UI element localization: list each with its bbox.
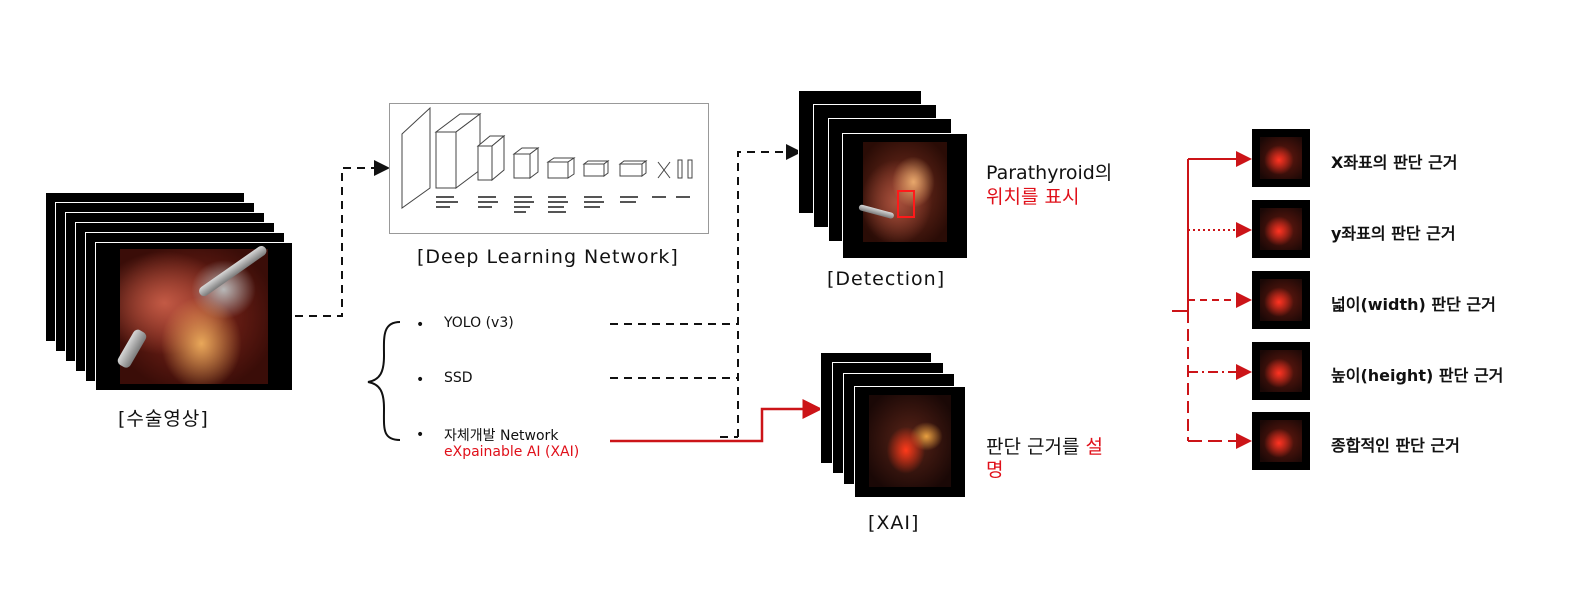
instrument-icon [858, 204, 895, 220]
output-thumbnail-width [1252, 271, 1310, 329]
xai-desc-line2: 명 [986, 459, 1004, 481]
heatmap-image [1260, 208, 1302, 250]
bullet-xai: eXpainable AI (XAI) [444, 444, 580, 460]
instrument-icon [197, 244, 269, 299]
xai-frame-front [854, 386, 966, 498]
detection-frame-front [842, 133, 968, 259]
xai-desc-line1: 판단 근거를 설 [986, 432, 1103, 459]
arrow-to-detection [737, 144, 802, 437]
network-label: [Deep Learning Network] [417, 246, 679, 268]
detection-desc-line1: Parathyroid의 [986, 162, 1113, 184]
heatmap-image [1260, 137, 1302, 179]
bullet-dot: • [416, 317, 425, 333]
detection-label: [Detection] [827, 268, 946, 290]
instrument-icon [115, 327, 149, 370]
arrow-video-to-network [295, 160, 390, 317]
heatmap-image [1260, 350, 1302, 392]
output-label-overall: 종합적인 판단 근거 [1331, 436, 1460, 455]
heatmap-image [1260, 420, 1302, 462]
output-thumbnail-overall [1252, 412, 1310, 470]
detection-desc-line2: 위치를 표시 [986, 186, 1080, 208]
bullet-custom-network: 자체개발 Network [444, 428, 559, 444]
output-thumbnail-y [1252, 200, 1310, 258]
xai-desc-red: 설 [1085, 436, 1103, 458]
bullet-ssd: SSD [444, 370, 473, 386]
bullet-dot: • [416, 372, 425, 388]
surgery-video-frame [95, 242, 293, 391]
network-blocks [401, 106, 693, 213]
xai-desc-black: 판단 근거를 [986, 436, 1086, 458]
detection-image [858, 142, 947, 242]
heatmap-image [1260, 279, 1302, 321]
detection-bounding-box [897, 190, 915, 218]
output-label-width: 넓이(width) 판단 근거 [1331, 295, 1496, 314]
xai-heatmap-image [869, 395, 951, 487]
arrow-to-xai [610, 399, 823, 443]
network-architecture-image [389, 103, 709, 234]
output-thumbnail-x [1252, 129, 1310, 187]
xai-label: [XAI] [868, 512, 920, 534]
curly-brace [367, 321, 401, 441]
surgery-image [115, 244, 269, 384]
output-thumbnail-height [1252, 342, 1310, 400]
surgery-video-label: [수술영상] [118, 408, 209, 430]
output-label-y: y좌표의 판단 근거 [1331, 224, 1456, 243]
bullet-yolo: YOLO (v3) [444, 315, 514, 331]
bullet-dot: • [416, 427, 425, 443]
output-label-x: X좌표의 판단 근거 [1331, 153, 1458, 172]
output-label-height: 높이(height) 판단 근거 [1331, 366, 1504, 385]
